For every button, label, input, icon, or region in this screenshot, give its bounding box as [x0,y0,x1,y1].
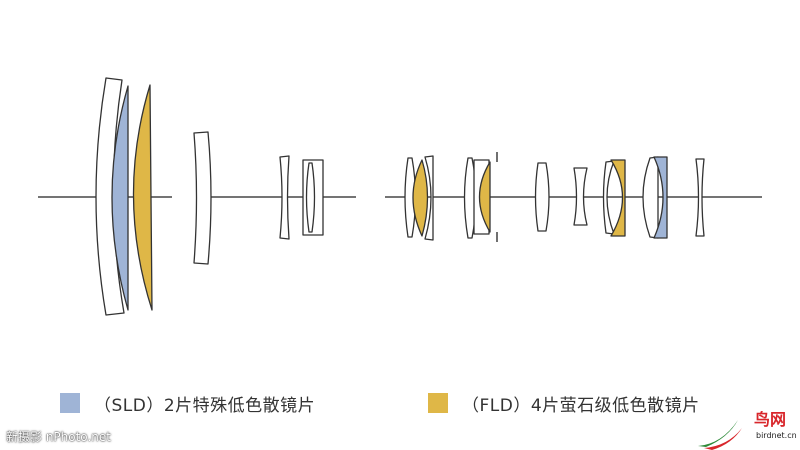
legend-label-fld: （FLD）4片萤石级低色散镜片 [462,395,700,416]
legend-item-sld: （SLD）2片特殊低色散镜片 [60,389,315,417]
svg-text:鸟网: 鸟网 [754,410,786,429]
svg-text:birdnet.cn: birdnet.cn [756,431,797,440]
legend-swatch-fld [428,393,448,413]
lens-element-17-fld [610,159,626,237]
lens-element-5 [279,155,290,240]
lens-element-14 [534,162,550,232]
birdnet-logo: 鸟网 birdnet.cn [698,410,797,450]
lens-element-15 [573,167,588,226]
lens-element-1 [95,77,125,316]
lens-element-20 [695,158,705,237]
lens-element-8 [404,157,417,238]
lens-element-19-sld [653,156,668,239]
lens-element-13-fld [478,161,491,233]
lens-element-18 [642,156,659,239]
lens-element-7 [305,162,316,233]
lens-element-9-fld [412,159,429,237]
lens-element-4 [193,131,212,265]
lens-element-2-sld [111,85,129,311]
lens-element-3-fld [132,84,153,311]
lens-element-10 [424,155,434,241]
legend-label-sld: （SLD）2片特殊低色散镜片 [94,395,316,416]
legend-swatch-sld [60,393,80,413]
watermark-text: 新摄影 nPhoto.net [6,430,111,444]
legend-item-fld: （FLD）4片萤石级低色散镜片 [428,389,700,417]
